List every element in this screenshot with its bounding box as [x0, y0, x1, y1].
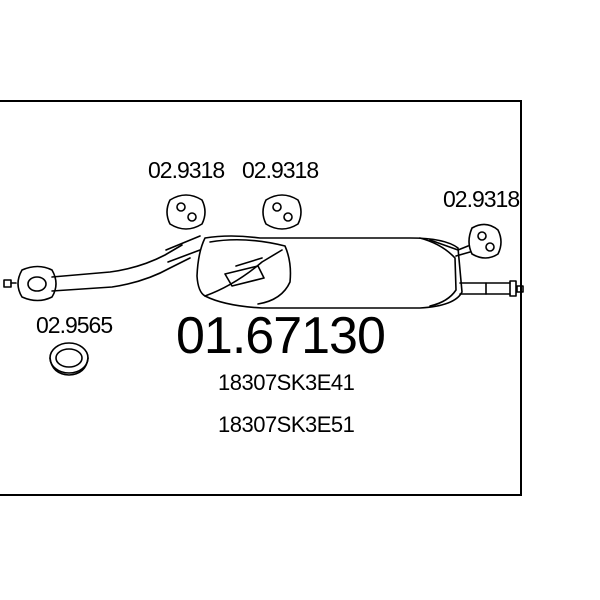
outlet-pipe [459, 280, 524, 297]
main-part-number: 01.67130 [176, 307, 386, 365]
rubber-hanger-icon [166, 194, 206, 230]
rubber-hanger-icon [262, 194, 302, 230]
hanger-label: 02.9318 [148, 157, 225, 183]
ring-label: 02.9565 [36, 312, 113, 338]
exhaust-silencer-icon [196, 235, 471, 309]
flange-gasket-icon [3, 265, 57, 302]
sealing-ring-icon [49, 342, 89, 376]
hanger-label: 02.9318 [443, 186, 520, 212]
hanger-label: 02.9318 [242, 157, 319, 183]
oem-number: 18307SK3E41 [218, 370, 355, 395]
inlet-pipe [51, 235, 201, 292]
oem-number: 18307SK3E51 [218, 412, 355, 437]
rubber-hanger-icon [468, 223, 502, 259]
diagram-frame [0, 100, 522, 496]
